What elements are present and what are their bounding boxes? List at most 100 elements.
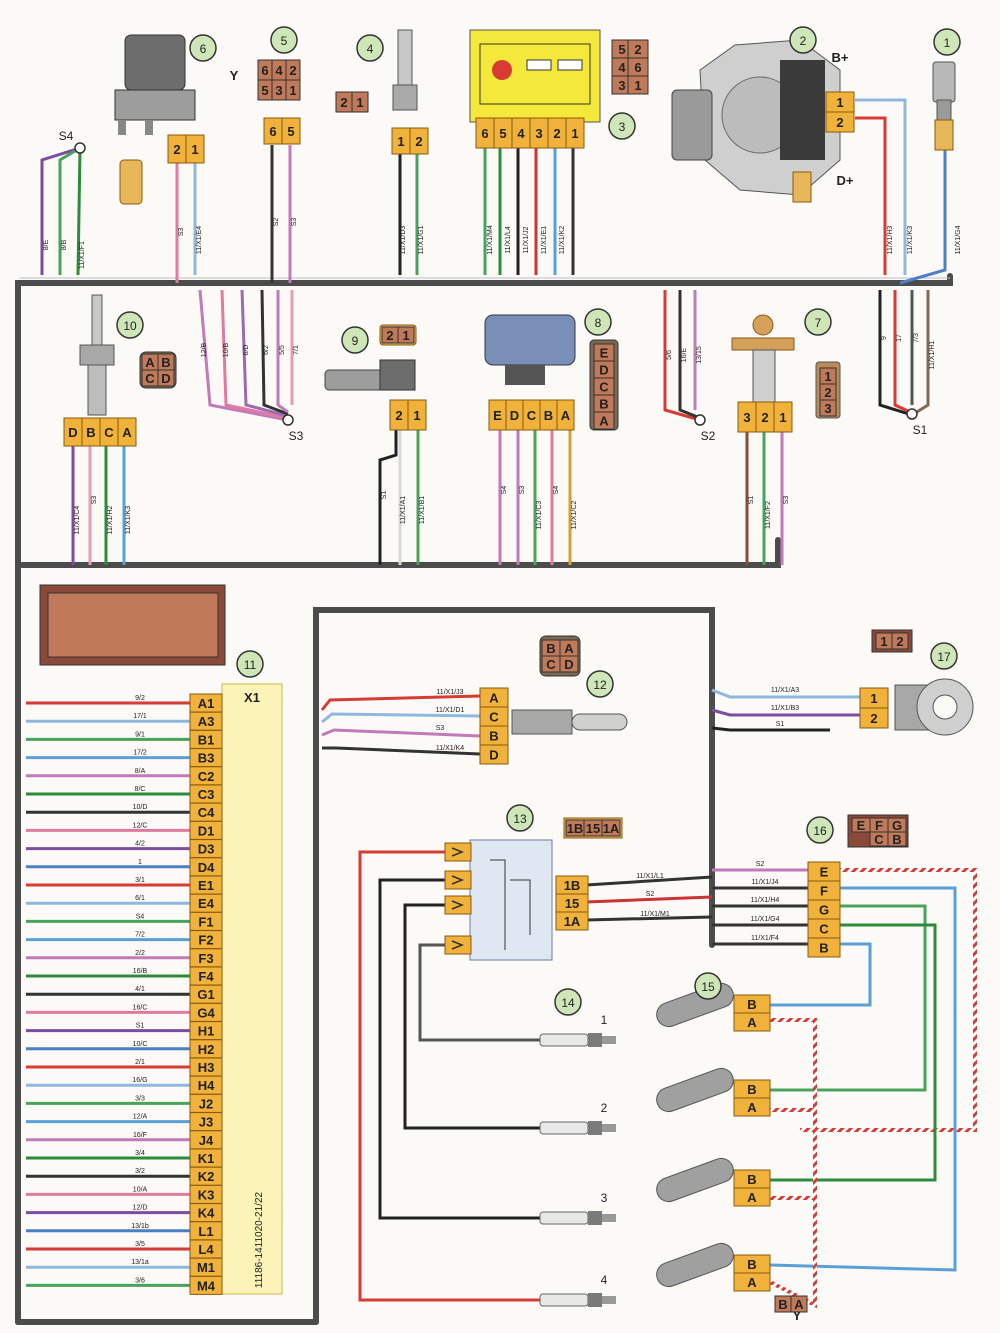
- ecu-wire-label: 9/2: [135, 695, 145, 702]
- maf-sensor-8-plug-pin-label: B: [599, 397, 608, 412]
- coil-terminal: [444, 870, 472, 890]
- injector-15-pin: [733, 1012, 771, 1032]
- ecu-pin-label: J4: [199, 1133, 214, 1148]
- ecu-pin-label: H4: [198, 1078, 215, 1093]
- connector-5-plug-pin-label: 5: [261, 83, 268, 98]
- wire-label-w13c: 11/X1/M1: [640, 911, 670, 918]
- ecu-wire-label: 10/A: [133, 1186, 148, 1193]
- coil-terminal: [444, 895, 472, 915]
- injectors-15: [656, 982, 734, 1288]
- coil-terminal-mark: [451, 900, 465, 910]
- wire-label-w8b: S3: [519, 486, 526, 495]
- callout-9-circle: [341, 326, 369, 354]
- ecu-wire-label: 4/1: [135, 986, 145, 993]
- connector-16-pin-label: E: [820, 865, 829, 880]
- sensor-9-pin-label: 1: [413, 408, 420, 423]
- coil-terminal-mark: [451, 875, 465, 885]
- oxygen-sensor-10-plug-pin-label: B: [161, 355, 170, 370]
- sensor-9-pin-label: 2: [395, 408, 402, 423]
- maf-sensor-8-plug-pin-label: C: [599, 380, 609, 395]
- splice-s2-label: S2: [701, 429, 716, 443]
- wire-label-w3a: 11/X1/M4: [487, 225, 494, 255]
- callout-14-label: 14: [561, 996, 575, 1010]
- connector-16-plug-pin-label: B: [892, 832, 901, 847]
- callout-10-circle: [116, 311, 144, 339]
- wire-label-ws4c: 11/X1/F1: [79, 241, 86, 269]
- callout-17-circle: [930, 642, 958, 670]
- ecu-pin-label: F1: [198, 914, 213, 929]
- ecu-wire-label: 16/G: [132, 1077, 147, 1084]
- sensor-4-pin-label: 1: [397, 134, 404, 149]
- connector-16-pin-label: G: [819, 903, 829, 918]
- spark-plug-number: 1: [601, 1013, 608, 1027]
- wire-label-s2c: 13/15: [696, 346, 703, 364]
- wire-label-s3f: 7/1: [293, 345, 300, 355]
- callout-7-label: 7: [815, 316, 822, 330]
- oxygen-sensor-12-plug-pin: [559, 655, 579, 673]
- ecu-pin-label: H3: [198, 1060, 215, 1075]
- spark-plug-body: [539, 1293, 589, 1307]
- ecu-pin-label: A1: [198, 696, 215, 711]
- wire-label-w16a: S2: [756, 861, 765, 868]
- wire-label-s3c: 6/D: [243, 345, 250, 356]
- connector-5-ground-label: Y: [230, 68, 239, 83]
- connector-16-plug-pin: [887, 831, 907, 847]
- wire-label-ws4a: 8/E: [43, 239, 50, 250]
- ecu-wire-label: 8/C: [135, 786, 146, 793]
- wire-label-w2a: 11/X1/K3: [907, 226, 914, 254]
- maf-sensor-8-pin-label: A: [561, 408, 571, 423]
- callout-14-circle: [554, 988, 582, 1016]
- module-3-pin-label: 6: [481, 126, 488, 141]
- spark-plug-hex: [588, 1033, 602, 1047]
- ecu-pin-label: E1: [198, 878, 214, 893]
- callout-4-circle: [356, 34, 384, 62]
- wire-label-w3c: 11/X1/J2: [523, 226, 530, 253]
- wire-label-w10c: 11/X1/H2: [107, 506, 114, 535]
- injector-15-pin-label: A: [747, 1275, 757, 1290]
- knock-sensor-17-plug-pin-label: 1: [880, 634, 887, 649]
- module-3-plug-pin: [627, 75, 649, 95]
- coil-terminal-mark: [451, 847, 465, 857]
- wire-label-w2b: 11/X1/H3: [887, 226, 894, 255]
- injector-15-pin-label: B: [747, 1082, 756, 1097]
- injector-15-plug-pin-label: A: [794, 1297, 804, 1312]
- sensor-7-plug-pin-label: 1: [824, 369, 831, 384]
- callout-7-circle: [804, 308, 832, 336]
- wire-label-s1b: 17: [896, 334, 903, 342]
- sensor-4-pin: [409, 127, 429, 155]
- splice-s2-dot: [694, 414, 706, 426]
- connector-16-pin: [807, 937, 841, 958]
- injector-15-pin-label: A: [747, 1190, 757, 1205]
- connector-16-pin-label: B: [819, 941, 828, 956]
- connector-5-plug-pin-label: 3: [275, 83, 282, 98]
- ignition-coil-13-plug-pin-label: 15: [586, 821, 600, 836]
- wire-label-s2a: 5/6: [666, 350, 673, 360]
- module-3-plug-pin-label: 2: [634, 42, 641, 57]
- connector-5-pin: [281, 117, 301, 145]
- oxygen-sensor-12-pin-label: C: [489, 710, 499, 725]
- ecu-pin-label: G1: [197, 987, 214, 1002]
- sensor-4-plug-pin-label: 1: [356, 95, 363, 110]
- callout-13-circle: [506, 804, 534, 832]
- wire-label-w12a: 11/X1/J3: [436, 689, 463, 696]
- callout-11-circle: [236, 650, 264, 678]
- valve-6: [114, 34, 196, 205]
- wire-label-w10a: 11/X1/C4: [74, 506, 81, 535]
- injector-15-pin-label: B: [747, 1257, 756, 1272]
- wire-label-w17a: 11/X1/A3: [771, 687, 799, 694]
- valve-6-pin-label: 2: [173, 142, 180, 157]
- wire-label-w8a: S4: [501, 486, 508, 495]
- sensor-9-plug-pin-label: 2: [386, 328, 393, 343]
- wire-label-w3e: 11/X1/K2: [559, 226, 566, 254]
- connector-16-plug-pin-label: C: [874, 832, 884, 847]
- ecu-pin-label: E4: [198, 896, 215, 911]
- ecu-pin-label: K3: [198, 1187, 215, 1202]
- wire-label-w4a: 11/X1/D3: [400, 226, 407, 255]
- ecu-wire-label: 3/5: [135, 1241, 145, 1248]
- maf-sensor-8-plug-pin-label: D: [599, 363, 608, 378]
- sensor-7-pin: [773, 401, 793, 433]
- injector-15-pin: [733, 1097, 771, 1117]
- wire-label-w10b: S3: [91, 496, 98, 505]
- wire-label-w3b: 11/X1/L4: [505, 226, 512, 254]
